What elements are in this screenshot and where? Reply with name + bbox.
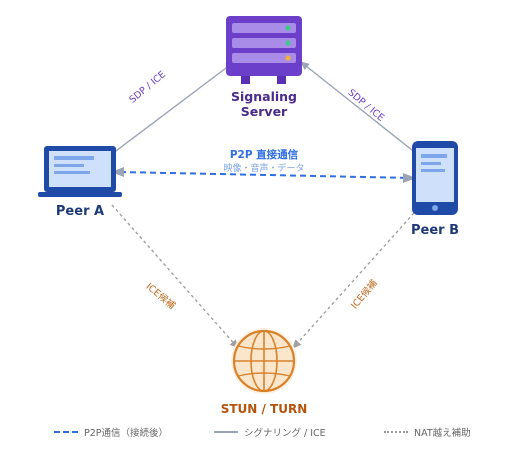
legend-item-nat: NAT越え補助: [384, 425, 471, 439]
legend-label-p2p: P2P通信（接続後）: [84, 428, 169, 439]
legend-swatch-dotted: [384, 431, 408, 433]
ice-edge-b: [292, 203, 423, 349]
legend-item-p2p: P2P通信（接続後）: [54, 425, 168, 439]
globe-icon: [231, 328, 297, 394]
p2p-arrow-a: [111, 167, 124, 177]
peer-a-label: Peer A: [55, 204, 105, 219]
stun-turn-label: STUN / TURN: [220, 402, 308, 416]
p2p-edge: [119, 171, 415, 179]
laptop-icon: [38, 146, 122, 197]
legend-label-nat: NAT越え補助: [414, 428, 471, 439]
server-icon: [226, 16, 302, 84]
phone-icon: [412, 141, 458, 215]
legend-swatch-solid: [214, 431, 238, 433]
peer-b-label: Peer B: [410, 223, 459, 238]
p2p-subtitle-label: 映像・音声・データ: [223, 164, 305, 174]
legend-item-signaling: シグナリング / ICE: [214, 425, 326, 439]
signaling-edge-b: [300, 61, 423, 159]
legend-swatch-dashed: [54, 431, 78, 433]
signaling-edge-a: [103, 61, 235, 161]
ice-edge-a: [111, 204, 239, 349]
p2p-title-label: P2P 直接通信: [229, 149, 299, 161]
legend: P2P通信（接続後） シグナリング / ICE NAT越え補助: [0, 425, 510, 441]
p2p-arrow-b: [403, 173, 416, 183]
signaling-server-label: Signaling Server: [231, 89, 297, 119]
legend-label-signaling: シグナリング / ICE: [244, 428, 326, 439]
